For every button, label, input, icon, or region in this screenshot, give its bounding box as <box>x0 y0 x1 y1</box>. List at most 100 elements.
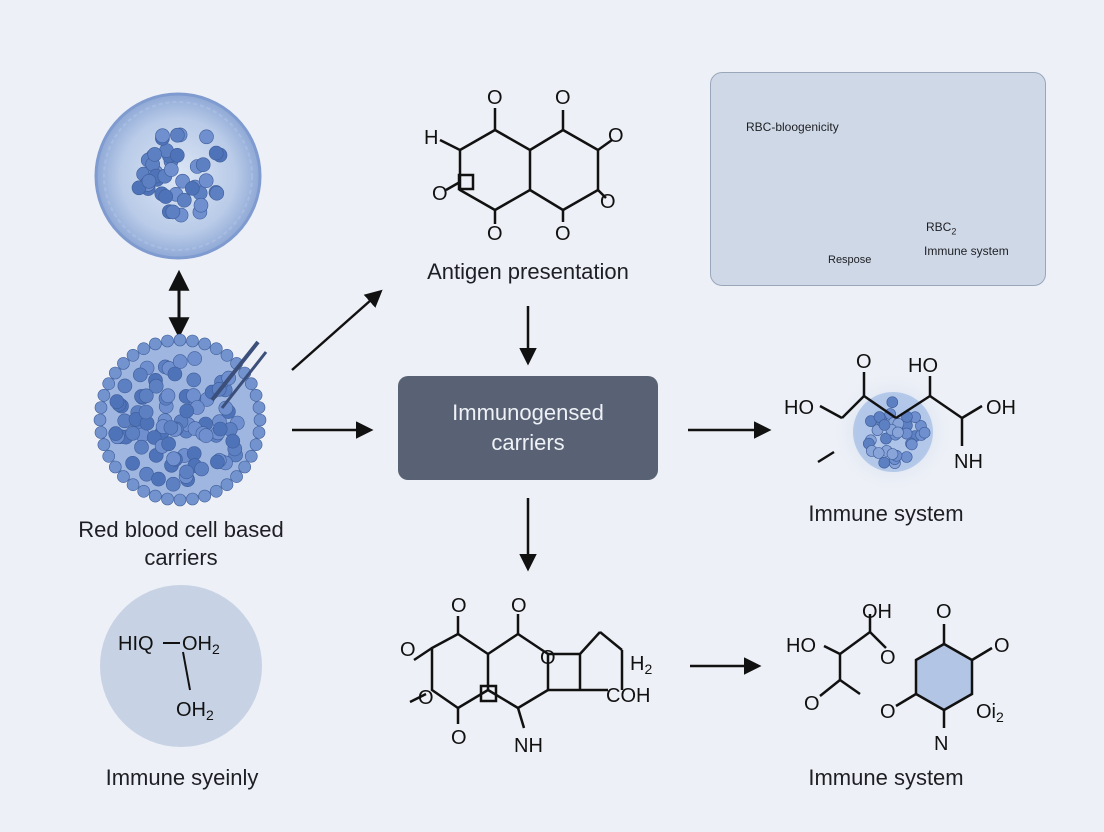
cell-particle <box>149 489 162 503</box>
cell-particle <box>878 456 891 469</box>
cell-particle <box>252 426 266 439</box>
cell-particle <box>198 428 214 443</box>
svg-text:COH: COH <box>606 685 650 707</box>
center-box-line2: carriers <box>491 430 565 455</box>
cell-particle <box>160 388 176 404</box>
cell-particle <box>97 438 111 452</box>
cell-particle <box>198 489 211 503</box>
inset-immune-label: Immune system <box>924 244 1009 258</box>
svg-text:O: O <box>555 223 571 245</box>
cell-particle <box>158 189 173 204</box>
cell-particle <box>220 348 234 362</box>
cell-particle <box>109 394 125 409</box>
cell-particle <box>245 377 258 391</box>
svg-text:H: H <box>424 127 438 149</box>
cell-particle <box>166 451 181 467</box>
cell-particle <box>126 478 140 492</box>
inset-panel <box>710 72 1046 286</box>
cell-particle <box>133 367 148 383</box>
cell-particle <box>137 342 150 356</box>
cell-particle <box>886 396 899 409</box>
svg-text:O: O <box>994 635 1010 657</box>
cell-particle <box>117 357 130 370</box>
cell-particle <box>173 333 187 347</box>
cell-particle <box>170 127 185 143</box>
cell-particle <box>886 448 899 460</box>
cell-particle <box>209 185 225 201</box>
cell-particle <box>220 478 234 492</box>
small-molecule <box>163 642 191 691</box>
cell-particle <box>905 438 918 451</box>
cell-particle <box>892 426 904 439</box>
cell-particle <box>94 426 108 439</box>
svg-text:NH: NH <box>514 735 543 757</box>
cell-particle <box>125 425 140 441</box>
cell-particle <box>139 388 154 404</box>
cell-particle <box>186 492 199 506</box>
cell-particle <box>148 378 164 394</box>
needle-icon <box>210 340 268 409</box>
svg-text:O: O <box>856 351 872 373</box>
cell-particle <box>186 372 202 388</box>
cell-particle <box>185 181 200 196</box>
cell-particle <box>165 204 181 220</box>
svg-text:O: O <box>511 595 527 617</box>
cell-particle <box>117 378 133 394</box>
inset-rbc-label: RBC2 <box>926 220 957 237</box>
inset-axis-label: Respose <box>828 254 872 266</box>
svg-text:O: O <box>418 687 434 709</box>
svg-text:O: O <box>600 191 616 213</box>
svg-text:O: O <box>540 647 556 669</box>
cell-particle <box>900 451 913 463</box>
center-box-line1: Immunogensed <box>452 400 604 425</box>
antigen-molecule <box>439 108 613 224</box>
cell-particle <box>193 197 209 213</box>
cell-particle <box>102 449 115 463</box>
cell-particle <box>109 460 122 474</box>
rbc-cell-top <box>94 92 262 260</box>
svg-text:HIQ: HIQ <box>118 633 154 655</box>
cell-particle <box>117 470 130 483</box>
cell-particle <box>186 334 199 348</box>
cell-particle <box>252 401 266 414</box>
svg-text:HO: HO <box>908 355 938 377</box>
cell-particle <box>195 157 211 172</box>
cell-particle <box>245 449 258 463</box>
antigen-molecule-atoms: O O O O O O H O <box>424 87 624 245</box>
cell-particle <box>94 401 108 414</box>
cell-particle <box>198 173 214 188</box>
cell-particle <box>137 484 150 498</box>
svg-text:HO: HO <box>784 397 814 419</box>
cell-particle <box>126 348 140 362</box>
svg-text:O: O <box>880 647 896 669</box>
svg-text:O: O <box>487 223 503 245</box>
cell-particle <box>177 192 192 208</box>
antigen-presentation-label: Antigen presentation <box>427 259 629 284</box>
cell-particle <box>170 148 185 163</box>
cell-particle <box>210 342 223 356</box>
svg-text:O: O <box>432 183 448 205</box>
cell-particle <box>187 351 202 366</box>
cell-particle <box>199 129 214 145</box>
svg-text:OH2: OH2 <box>176 699 214 723</box>
cell-particle <box>93 413 107 427</box>
cell-particle <box>108 426 123 441</box>
cell-particle <box>134 439 149 455</box>
svg-text:OH: OH <box>986 397 1016 419</box>
bottom-right-molecule <box>819 614 993 728</box>
arrow-to-antigen <box>291 289 383 371</box>
svg-text:H2: H2 <box>630 653 652 677</box>
immune-cell-right <box>835 374 951 490</box>
cell-particle <box>230 470 243 483</box>
cell-particle <box>179 403 194 419</box>
cell-particle <box>164 162 179 177</box>
cell-particle <box>872 447 885 459</box>
cell-particle <box>138 404 154 420</box>
small-molecule-atoms: HIQ OH2 OH2 <box>118 633 220 723</box>
cell-particle <box>102 377 115 391</box>
immune-system-right-label: Immune system <box>808 501 964 526</box>
rbc-cell-bottom <box>93 333 267 507</box>
cell-particle <box>165 476 181 492</box>
svg-text:OH2: OH2 <box>182 633 220 657</box>
svg-text:O: O <box>555 87 571 109</box>
